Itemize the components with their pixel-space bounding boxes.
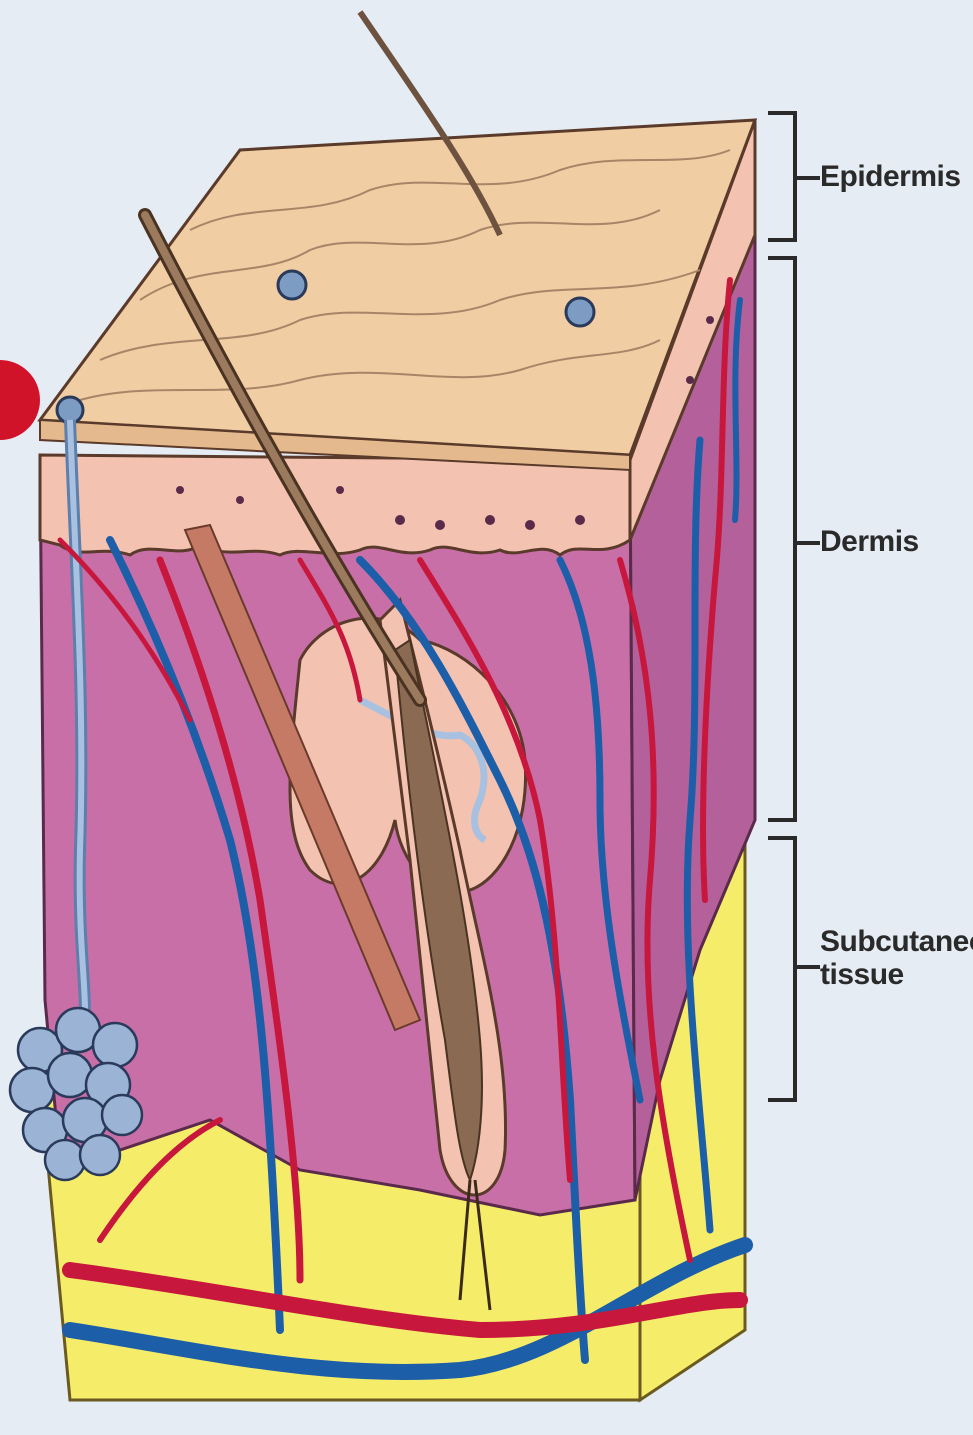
label-dermis: Dermis (820, 525, 919, 558)
label-epidermis: Epidermis (820, 160, 961, 193)
red-marker-shape (0, 360, 40, 440)
dermis-bracket (768, 258, 820, 820)
epidermis-bracket (768, 113, 820, 240)
subcutaneous-bracket (768, 838, 820, 1100)
epidermis-lower-front (40, 455, 630, 555)
label-tissue: tissue (820, 958, 904, 991)
pore (566, 298, 594, 326)
label-subcutaneous: Subcutaneous (820, 925, 973, 958)
pore (278, 271, 306, 299)
layer-brackets (768, 113, 820, 1100)
pore (57, 397, 83, 423)
skin-surface (40, 120, 755, 455)
